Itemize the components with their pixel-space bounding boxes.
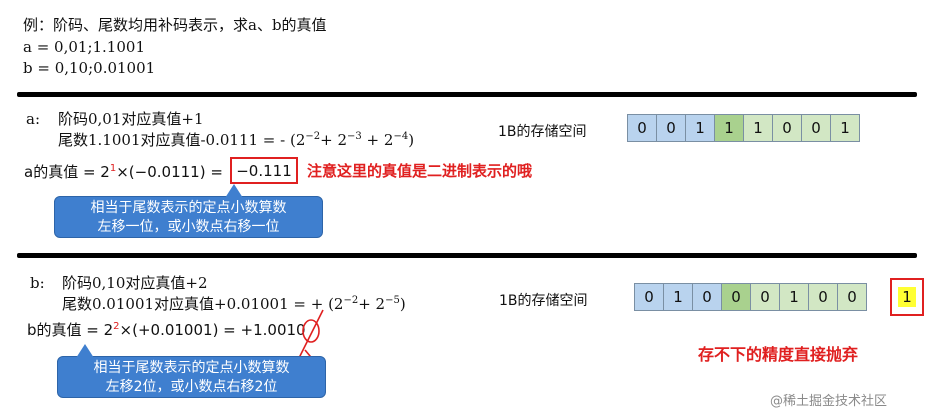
- bit-cell: 0: [656, 114, 686, 142]
- bit-cell: 1: [663, 283, 693, 311]
- b-byte-cells: 0 1 0 0 0 1 0 0: [634, 283, 867, 311]
- a-result-box: −0.111: [230, 157, 298, 184]
- bit-cell: 1: [714, 114, 744, 142]
- bit-cell: 0: [801, 114, 831, 142]
- b-mantissa-text: 尾数0.01001对应真值+0.01001 = + (2−2+ 2−5): [62, 295, 406, 313]
- callout-line: 左移一位，或小数点右移一位: [97, 219, 280, 235]
- watermark: @稀土掘金技术社区: [770, 394, 888, 409]
- divider-top: [17, 92, 917, 97]
- bit-cell: 0: [627, 114, 657, 142]
- b-shift-callout: 相当于尾数表示的定点小数算数 左移2位，或小数点右移2位: [57, 344, 326, 398]
- callout-line: 相当于尾数表示的定点小数算数: [93, 360, 290, 376]
- bit-cell: 0: [634, 283, 664, 311]
- callout-line: 相当于尾数表示的定点小数算数: [90, 200, 287, 216]
- a-mantissa-text: 尾数1.1001对应真值-0.0111 = - (2−2+ 2−3 + 2−4): [58, 131, 415, 149]
- bit-cell: 1: [743, 114, 773, 142]
- b-storage-label: 1B的存储空间: [499, 293, 588, 309]
- a-true-value: a的真值 = 21×(−0.0111) =: [24, 163, 223, 181]
- overflow-bit-box: 1: [890, 278, 924, 316]
- b-definition: b = 0,10;0.01001: [23, 59, 156, 77]
- a-storage-label: 1B的存储空间: [498, 124, 587, 140]
- callout-pointer: [225, 184, 243, 198]
- bit-cell: 1: [685, 114, 715, 142]
- bit-cell: 0: [772, 114, 802, 142]
- a-byte-cells: 0 0 1 1 1 0 0 1: [627, 114, 860, 142]
- b-label: b:: [30, 274, 45, 292]
- bit-cell: 0: [721, 283, 751, 311]
- example-title: 例：阶码、尾数均用补码表示，求a、b的真值: [23, 16, 327, 34]
- callout-pointer: [76, 344, 94, 358]
- a-exponent-text: 阶码0,01对应真值+1: [58, 110, 204, 128]
- bit-cell: 0: [837, 283, 867, 311]
- a-label: a:: [26, 110, 40, 128]
- a-binary-note: 注意这里的真值是二进制表示的哦: [307, 162, 533, 180]
- bit-cell: 0: [808, 283, 838, 311]
- discard-note: 存不下的精度直接抛弃: [698, 345, 859, 364]
- divider-middle: [17, 253, 917, 258]
- bit-cell: 0: [750, 283, 780, 311]
- a-definition: a = 0,01;1.1001: [23, 38, 145, 56]
- bit-cell: 1: [830, 114, 860, 142]
- bit-cell: 0: [692, 283, 722, 311]
- callout-line: 左移2位，或小数点右移2位: [105, 379, 278, 395]
- b-true-value: b的真值 = 22×(+0.01001) = +1.0010: [27, 321, 306, 339]
- bit-cell: 1: [779, 283, 809, 311]
- a-shift-callout: 相当于尾数表示的定点小数算数 左移一位，或小数点右移一位: [54, 184, 323, 238]
- b-discarded-digit: 0: [296, 321, 306, 339]
- b-exponent-text: 阶码0,10对应真值+2: [62, 274, 208, 292]
- overflow-bit: 1: [898, 287, 916, 307]
